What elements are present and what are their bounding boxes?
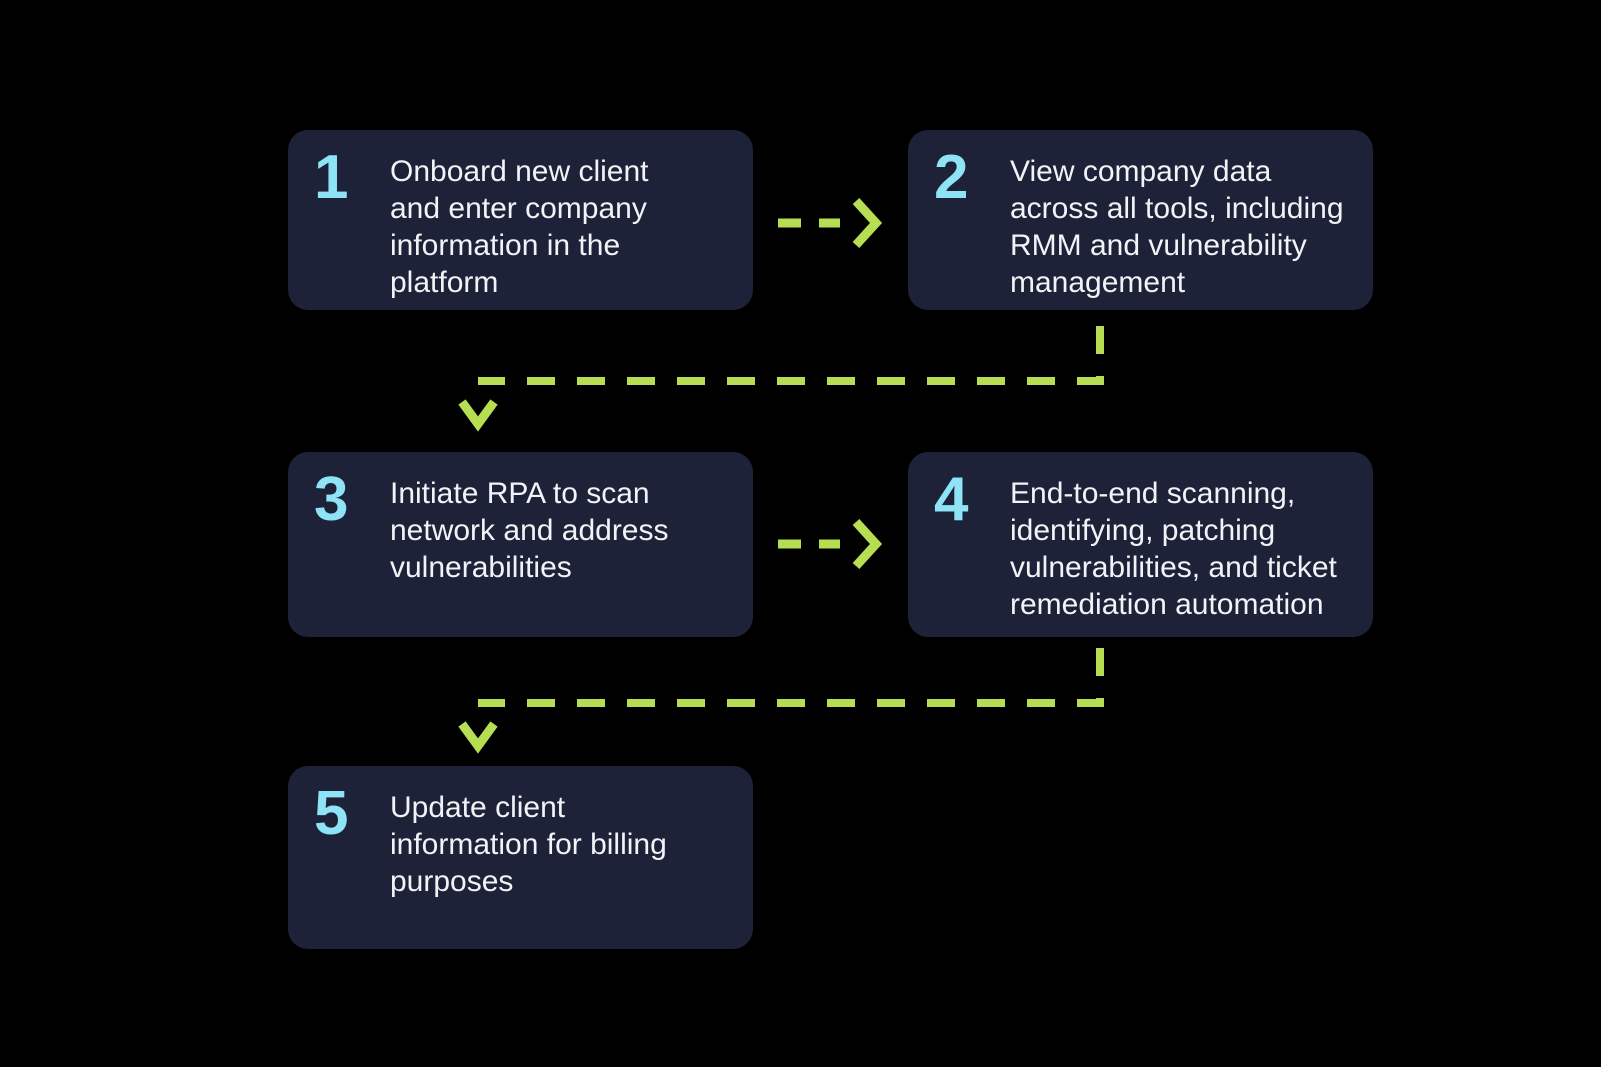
- chevron-down-icon: [458, 399, 498, 432]
- step-card-2: 2 View company data across all tools, in…: [908, 130, 1373, 310]
- step-5-text: Update client information for billing pu…: [390, 791, 667, 898]
- dashed-arrow-right-3-4: [778, 518, 883, 570]
- chevron-down-icon: [458, 721, 498, 754]
- step-card-5: 5 Update client information for billing …: [288, 766, 753, 949]
- chevron-right-icon: [852, 197, 883, 249]
- step-1-text: Onboard new client and enter company inf…: [390, 155, 649, 299]
- chevron-right-icon: [852, 518, 883, 570]
- step-3-text: Initiate RPA to scan network and address…: [390, 477, 669, 584]
- step-2-text: View company data across all tools, incl…: [1010, 155, 1344, 299]
- dashed-elbow-connector-2-3: [458, 326, 1104, 432]
- step-1-number: 1: [314, 143, 348, 212]
- step-3-number: 3: [314, 465, 348, 534]
- step-5-number: 5: [314, 779, 348, 848]
- step-4-text: End-to-end scanning, identifying, patchi…: [1010, 477, 1337, 621]
- step-card-4: 4 End-to-end scanning, identifying, patc…: [908, 452, 1373, 637]
- step-4-number: 4: [934, 465, 968, 534]
- step-2-number: 2: [934, 143, 968, 212]
- step-card-3: 3 Initiate RPA to scan network and addre…: [288, 452, 753, 637]
- dashed-elbow-path: [478, 326, 1104, 385]
- dashed-arrow-right-1-2: [778, 197, 883, 249]
- dashed-elbow-connector-4-5: [458, 648, 1104, 754]
- dashed-elbow-path: [478, 648, 1104, 707]
- step-card-1: 1 Onboard new client and enter company i…: [288, 130, 753, 310]
